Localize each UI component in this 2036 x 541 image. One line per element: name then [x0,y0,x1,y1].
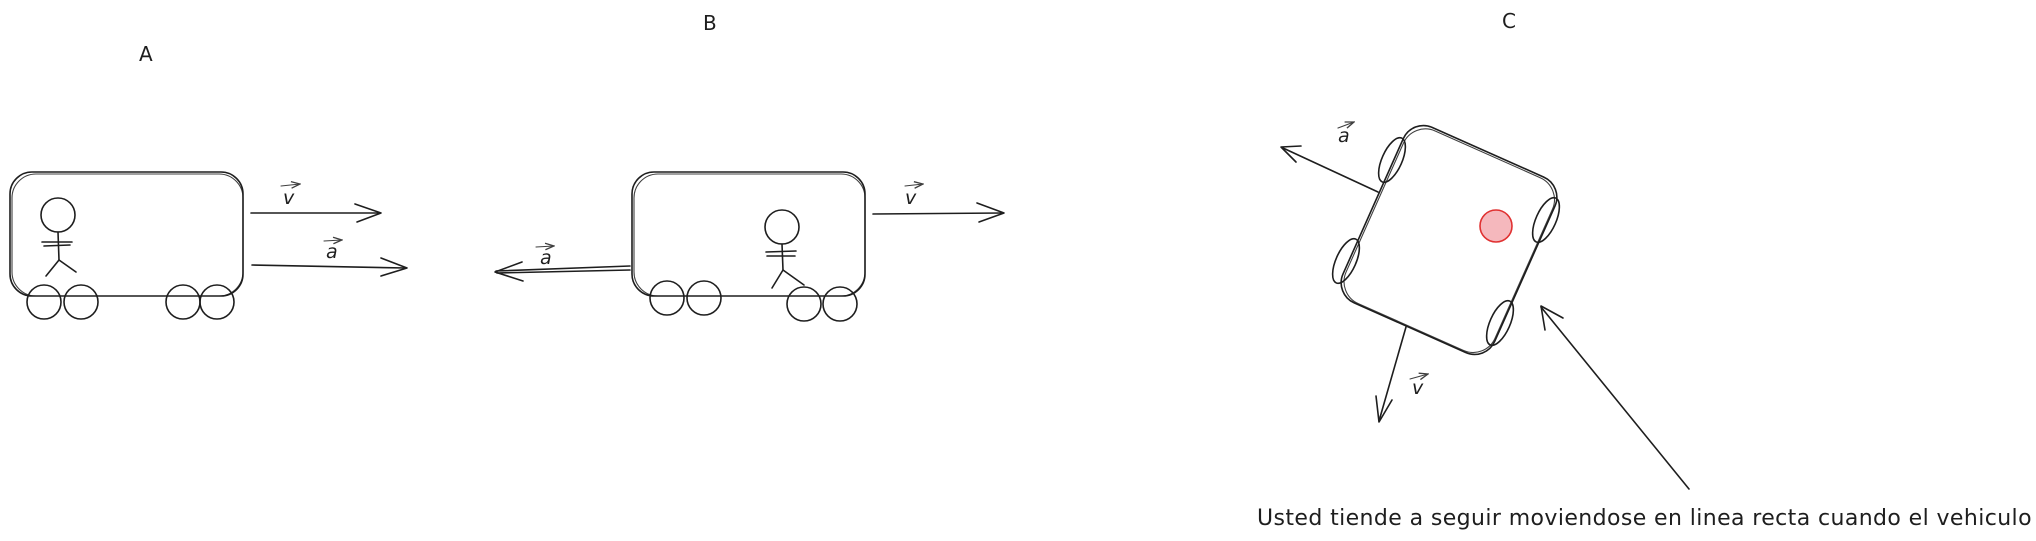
wheels-a [26,284,235,320]
vehicle-c-body [1340,124,1558,356]
acceleration-vector-mark-a [323,240,342,241]
velocity-label-b: v [905,187,917,209]
panel-c: C a v Usted tiende a seguir movi [1257,9,2036,531]
wheels-b [649,280,858,322]
acceleration-label-b: a [540,247,552,269]
velocity-vector-mark-c [1409,374,1428,379]
acceleration-label-c: a [1338,125,1350,147]
panel-a: A v a [9,42,408,320]
acceleration-arrow-b [494,261,631,282]
trajectory-arrow-c [1540,305,1690,490]
velocity-arrow-a [250,203,382,223]
vehicle-a-body [9,171,244,297]
acceleration-arrow-a [251,257,408,277]
acceleration-vector-mark-c [1337,122,1354,128]
person-b [764,209,805,289]
passenger-marker [1479,209,1513,243]
velocity-arrow-c [1375,326,1407,423]
panel-b: B v a [494,11,1005,322]
velocity-vector-mark-a [280,184,300,186]
acceleration-vector-mark-b [535,246,554,247]
panel-a-label: A [139,42,153,66]
panel-c-label: C [1502,9,1516,33]
velocity-arrow-b [872,202,1005,223]
velocity-label-a: v [283,187,295,209]
person-a [40,197,77,277]
wheels-c [1331,136,1561,347]
acceleration-label-a: a [326,241,338,263]
vehicle-b-body [631,171,866,297]
velocity-vector-mark-b [904,184,923,186]
velocity-label-c: v [1412,377,1424,399]
acceleration-arrow-c [1280,145,1379,193]
panel-b-label: B [703,11,717,35]
caption-text: Usted tiende a seguir moviendose en line… [1257,506,2036,531]
